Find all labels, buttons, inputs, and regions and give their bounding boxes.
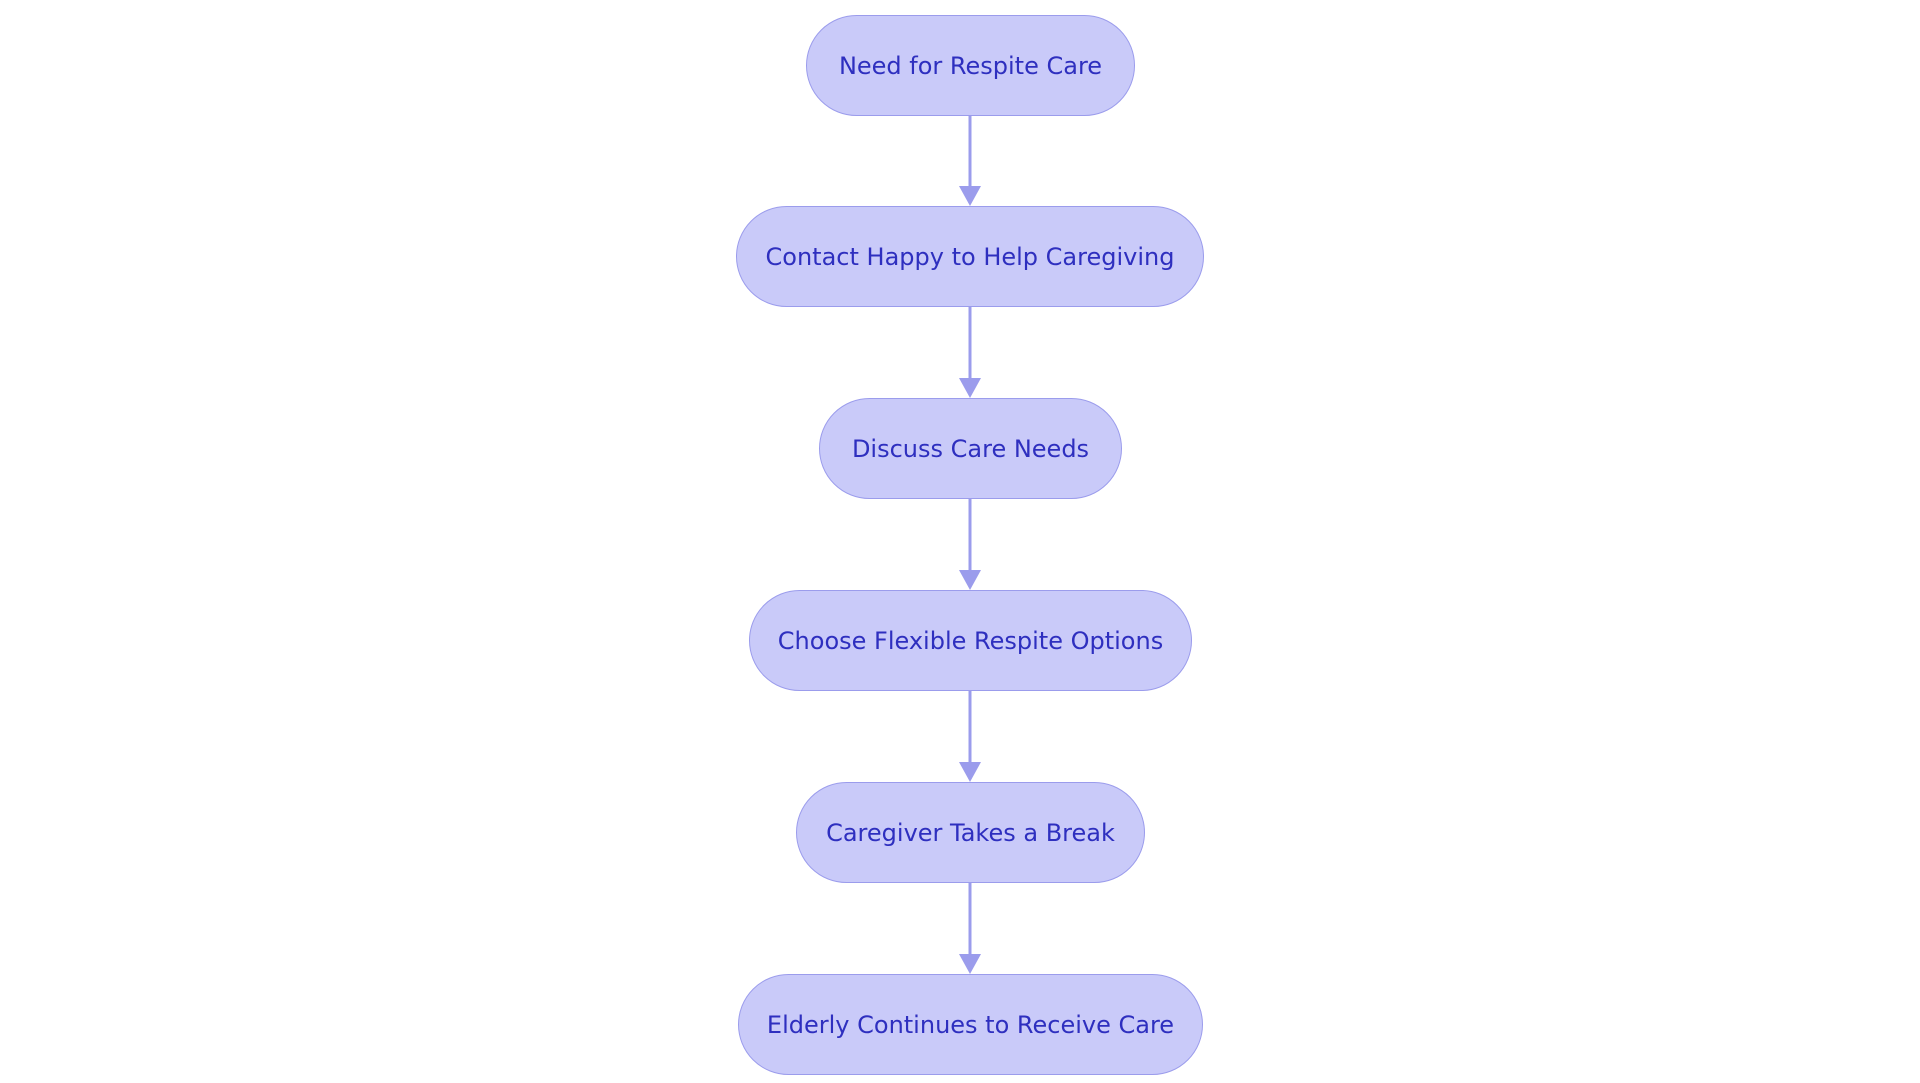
node-elderly-continues-to-receive-care: Elderly Continues to Receive Care (738, 974, 1203, 1075)
arrowhead-icon (959, 186, 981, 206)
node-label: Contact Happy to Help Caregiving (765, 242, 1175, 271)
edge-n1-n2 (959, 116, 981, 206)
edge-n2-n3 (959, 307, 981, 398)
node-need-for-respite-care: Need for Respite Care (806, 15, 1135, 116)
node-label: Elderly Continues to Receive Care (766, 1010, 1175, 1039)
node-label: Need for Respite Care (838, 51, 1103, 80)
node-contact-happy-to-help: Contact Happy to Help Caregiving (736, 206, 1204, 307)
edge-n4-n5 (959, 691, 981, 782)
edge-n5-n6 (959, 883, 981, 974)
arrowhead-icon (959, 762, 981, 782)
arrowhead-icon (959, 954, 981, 974)
node-caregiver-takes-a-break: Caregiver Takes a Break (796, 782, 1145, 883)
node-discuss-care-needs: Discuss Care Needs (819, 398, 1122, 499)
edge-n3-n4 (959, 499, 981, 590)
node-label: Choose Flexible Respite Options (777, 626, 1164, 655)
arrowhead-icon (959, 378, 981, 398)
node-label: Caregiver Takes a Break (826, 818, 1115, 847)
arrowhead-icon (959, 570, 981, 590)
node-choose-flexible-respite-options: Choose Flexible Respite Options (749, 590, 1192, 691)
node-label: Discuss Care Needs (851, 434, 1090, 463)
